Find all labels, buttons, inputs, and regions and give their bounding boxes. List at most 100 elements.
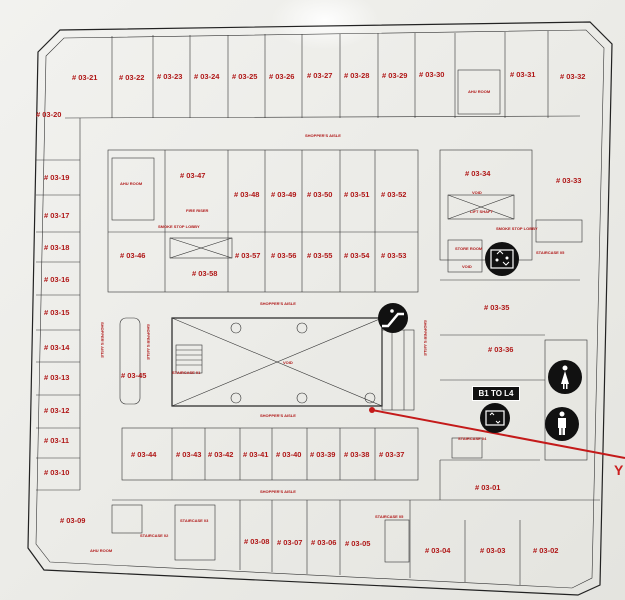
middle-row — [121, 427, 419, 481]
fire-riser-label: FIRE RISER — [186, 208, 209, 213]
left-column-cells — [36, 118, 81, 491]
unit-03-11: # 03-11 — [44, 436, 69, 445]
aisle-label-left-vertical: SHOPPER'S AISLE — [100, 322, 105, 358]
unit-03-51: # 03-51 — [344, 190, 369, 199]
staircase-04-label: STAIRCASE 04 — [458, 436, 487, 441]
store-room-label: STORE ROOM — [455, 246, 483, 251]
upper-block-labels: AHU ROOM # 03-47 FIRE RISER SMOKE STOP L… — [120, 171, 406, 306]
unit-03-06: # 03-06 — [311, 538, 336, 547]
outer-wall — [27, 21, 613, 596]
unit-03-01: # 03-01 — [475, 483, 500, 492]
upper-block — [107, 149, 419, 293]
you-are-here-dot — [369, 407, 375, 413]
unit-03-33: # 03-33 — [556, 176, 581, 185]
bottom-row-labels: AHU ROOM STAIRCASE 02 STAIRCASE 03 # 03-… — [90, 514, 558, 555]
unit-03-03: # 03-03 — [480, 546, 505, 555]
unit-03-43: # 03-43 — [176, 450, 201, 459]
unit-03-30: # 03-30 — [419, 70, 444, 79]
lift-icon — [485, 242, 519, 276]
void-label-atrium: VOID — [283, 360, 293, 365]
unit-03-05: # 03-05 — [345, 539, 370, 548]
aisle-label-island-vertical: SHOPPER'S AISLE — [146, 324, 151, 360]
unit-03-52: # 03-52 — [381, 190, 406, 199]
unit-03-13: # 03-13 — [44, 373, 69, 382]
aisle-label-middle: SHOPPER'S AISLE — [260, 413, 296, 418]
unit-03-37: # 03-37 — [379, 450, 404, 459]
aisle-label-upper: SHOPPER'S AISLE — [260, 301, 296, 306]
unit-03-57: # 03-57 — [235, 251, 260, 260]
escalator-icon — [378, 303, 408, 333]
top-row-labels: # 03-21 # 03-22 # 03-23 # 03-24 # 03-25 … — [72, 70, 585, 138]
unit-03-55: # 03-55 — [307, 251, 332, 260]
unit-03-25: # 03-25 — [232, 72, 257, 81]
unit-03-19: # 03-19 — [44, 173, 69, 182]
unit-03-48: # 03-48 — [234, 190, 259, 199]
unit-03-26: # 03-26 — [269, 72, 294, 81]
unit-03-07: # 03-07 — [277, 538, 302, 547]
middle-row-labels: # 03-44 # 03-43 # 03-42 # 03-41 # 03-40 … — [131, 450, 404, 494]
unit-03-04: # 03-04 — [425, 546, 451, 555]
unit-03-10: # 03-10 — [44, 468, 69, 477]
left-column-labels: # 03-20 # 03-19 # 03-17 # 03-18 # 03-16 … — [36, 110, 85, 525]
right-side-labels: # 03-34 VOID LIFT SHAFT # 03-33 STORE RO… — [455, 169, 581, 492]
unit-03-24: # 03-24 — [194, 72, 220, 81]
aisle-label-lower: SHOPPER'S AISLE — [260, 489, 296, 494]
unit-03-14: # 03-14 — [44, 343, 70, 352]
ahu-room-top: AHU ROOM — [468, 89, 491, 94]
ahu-room-mid: AHU ROOM — [120, 181, 143, 186]
aisle-label-right-vertical: SHOPPER'S AISLE — [423, 320, 428, 356]
unit-03-53: # 03-53 — [381, 251, 406, 260]
unit-03-45: # 03-45 — [121, 371, 146, 380]
unit-03-18: # 03-18 — [44, 243, 69, 252]
staircase-02-label: STAIRCASE 02 — [140, 533, 169, 538]
bottom-row — [111, 437, 600, 585]
staircase-05-top-label: STAIRCASE 05 — [536, 250, 565, 255]
unit-03-47: # 03-47 — [180, 171, 205, 180]
unit-03-08: # 03-08 — [244, 537, 269, 546]
lift-shaft-label: LIFT SHAFT — [470, 209, 493, 214]
ahu-room-bottom: AHU ROOM — [90, 548, 113, 553]
unit-03-56: # 03-56 — [271, 251, 296, 260]
lift-range-sign: B1 TO L4 — [472, 386, 520, 401]
unit-03-39: # 03-39 — [310, 450, 335, 459]
atrium-void — [171, 317, 415, 411]
unit-03-50: # 03-50 — [307, 190, 332, 199]
staircase-05-label: STAIRCASE 05 — [375, 514, 404, 519]
unit-03-41: # 03-41 — [243, 450, 268, 459]
aisle-label-top: SHOPPER'S AISLE — [305, 133, 341, 138]
unit-03-49: # 03-49 — [271, 190, 296, 199]
male-toilet-icon — [545, 407, 579, 441]
unit-03-20: # 03-20 — [36, 110, 61, 119]
void-label-right: VOID — [462, 264, 472, 269]
unit-03-42: # 03-42 — [208, 450, 233, 459]
unit-03-32: # 03-32 — [560, 72, 585, 81]
unit-03-46: # 03-46 — [120, 251, 145, 260]
unit-03-34: # 03-34 — [465, 169, 491, 178]
unit-03-40: # 03-40 — [276, 450, 301, 459]
right-block — [439, 149, 588, 461]
unit-03-36: # 03-36 — [488, 345, 513, 354]
unit-03-09: # 03-09 — [60, 516, 85, 525]
unit-03-21: # 03-21 — [72, 73, 97, 82]
unit-03-23: # 03-23 — [157, 72, 182, 81]
top-row-cells — [64, 31, 581, 119]
unit-03-44: # 03-44 — [131, 450, 157, 459]
smoke-stop-lobby-right: SMOKE STOP LOBBY — [496, 226, 538, 231]
unit-03-31: # 03-31 — [510, 70, 535, 79]
edge-letter: Y — [614, 462, 624, 478]
void-label-top: VOID — [472, 190, 482, 195]
smoke-stop-lobby-left: SMOKE STOP LOBBY — [158, 224, 200, 229]
unit-03-54: # 03-54 — [344, 251, 370, 260]
you-are-here-pointer — [371, 409, 625, 459]
unit-03-02: # 03-02 — [533, 546, 558, 555]
staircase-01-label: STAIRCASE 01 — [172, 370, 201, 375]
unit-03-35: # 03-35 — [484, 303, 509, 312]
unit-03-58: # 03-58 — [192, 269, 217, 278]
unit-03-15: # 03-15 — [44, 308, 69, 317]
lift-b1-l4-icon — [480, 403, 510, 433]
unit-03-29: # 03-29 — [382, 71, 407, 80]
unit-03-16: # 03-16 — [44, 275, 69, 284]
unit-03-17: # 03-17 — [44, 211, 69, 220]
